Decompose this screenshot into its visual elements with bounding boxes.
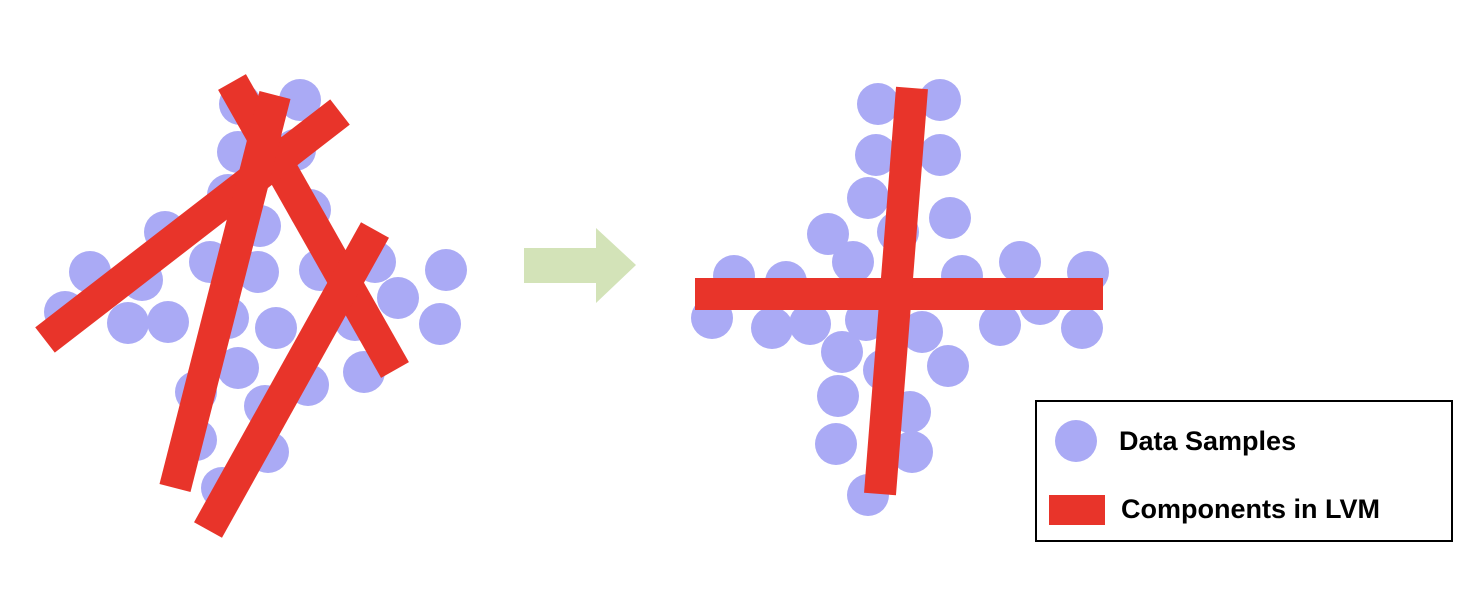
data-sample [425, 249, 467, 291]
data-sample [255, 307, 297, 349]
data-sample [817, 375, 859, 417]
data-sample [927, 345, 969, 387]
data-sample [815, 423, 857, 465]
data-sample [857, 83, 899, 125]
data-sample [999, 241, 1041, 283]
data-sample [832, 241, 874, 283]
data-sample [807, 213, 849, 255]
data-sample [847, 177, 889, 219]
data-sample [891, 431, 933, 473]
data-sample [377, 277, 419, 319]
data-sample [419, 303, 461, 345]
data-sample [147, 301, 189, 343]
data-sample [751, 307, 793, 349]
data-sample [279, 79, 321, 121]
data-sample [821, 331, 863, 373]
lvm-component [35, 99, 350, 353]
data-sample [1061, 307, 1103, 349]
right-components [695, 86, 1103, 496]
data-sample [919, 134, 961, 176]
lvm-component [194, 222, 389, 538]
legend-item-components: Components in LVM [1037, 494, 1380, 525]
legend-label-components: Components in LVM [1121, 494, 1380, 524]
data-sample [217, 347, 259, 389]
left-components [35, 74, 409, 538]
component-swatch-icon [1049, 494, 1105, 525]
data-sample [929, 197, 971, 239]
lvm-component [864, 86, 928, 496]
data-sample [919, 79, 961, 121]
data-sample [901, 311, 943, 353]
sample-swatch-icon [1055, 420, 1097, 462]
legend-label-samples: Data Samples [1119, 425, 1297, 456]
data-sample [107, 302, 149, 344]
data-sample [855, 134, 897, 176]
lvm-component [159, 91, 291, 492]
transform-arrow [524, 228, 636, 303]
data-sample [979, 304, 1021, 346]
data-sample [789, 303, 831, 345]
legend: Data Samples Components in LVM [1035, 400, 1453, 542]
legend-item-samples: Data Samples [1037, 420, 1296, 462]
